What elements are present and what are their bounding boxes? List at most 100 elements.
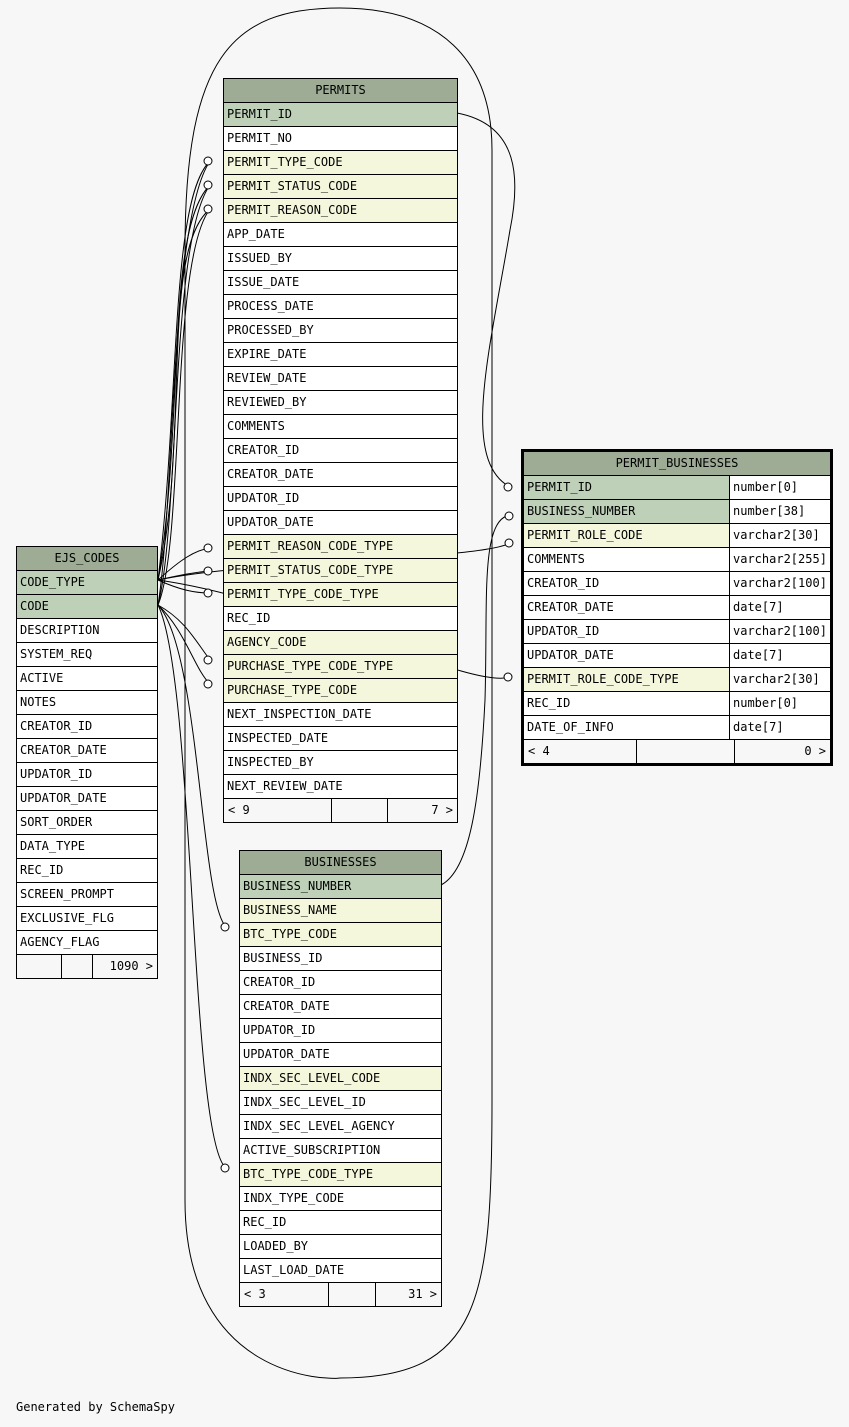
footer-count[interactable]: 31 > [375, 1283, 441, 1306]
column-row[interactable]: AGENCY_CODE [224, 631, 457, 655]
column-row[interactable]: UPDATOR_DATE [17, 787, 157, 811]
column-row[interactable]: EXCLUSIVE_FLG [17, 907, 157, 931]
column-row[interactable]: LAST_LOAD_DATE [240, 1259, 441, 1283]
column-name: PERMIT_ID [524, 476, 729, 499]
column-name: NEXT_REVIEW_DATE [227, 779, 343, 793]
column-row[interactable]: UPDATOR_DATE [224, 511, 457, 535]
column-row[interactable]: CODE_TYPE [17, 571, 157, 595]
column-row[interactable]: CREATOR_ID [17, 715, 157, 739]
table-footer: < 4 0 > [524, 740, 830, 763]
column-row[interactable]: BTC_TYPE_CODE [240, 923, 441, 947]
column-name: APP_DATE [227, 227, 285, 241]
column-name: INDX_SEC_LEVEL_CODE [240, 1067, 441, 1090]
column-row[interactable]: BUSINESS_ID [240, 947, 441, 971]
column-row[interactable]: APP_DATE [224, 223, 457, 247]
footer-count[interactable]: < 4 [528, 744, 550, 758]
column-name: DESCRIPTION [20, 623, 100, 637]
footer-count[interactable]: < 3 [244, 1287, 266, 1301]
column-row[interactable]: SCREEN_PROMPT [17, 883, 157, 907]
column-name: REC_ID [243, 1215, 287, 1229]
column-row[interactable]: CODE [17, 595, 157, 619]
column-row[interactable]: EXPIRE_DATE [224, 343, 457, 367]
column-row[interactable]: PERMIT_REASON_CODE [224, 199, 457, 223]
column-row[interactable]: INSPECTED_BY [224, 751, 457, 775]
column-name: UPDATOR_DATE [527, 648, 614, 662]
column-row[interactable]: REC_ID [240, 1211, 441, 1235]
column-row[interactable]: NOTES [17, 691, 157, 715]
column-row[interactable]: CREATOR_ID [240, 971, 441, 995]
column-row[interactable]: SYSTEM_REQ [17, 643, 157, 667]
column-row[interactable]: INSPECTED_DATE [224, 727, 457, 751]
column-row[interactable]: UPDATOR_ID [17, 763, 157, 787]
column-row[interactable]: BTC_TYPE_CODE_TYPE [240, 1163, 441, 1187]
column-row[interactable]: PERMIT_ID [224, 103, 457, 127]
column-row[interactable]: SORT_ORDER [17, 811, 157, 835]
column-row[interactable]: UPDATOR_DATE [240, 1043, 441, 1067]
column-name: BTC_TYPE_CODE [240, 923, 441, 946]
column-row[interactable]: REC_ID [17, 859, 157, 883]
column-row[interactable]: UPDATOR_ID [240, 1019, 441, 1043]
column-row[interactable]: DESCRIPTION [17, 619, 157, 643]
column-row[interactable]: BUSINESS_NAME [240, 899, 441, 923]
table-title[interactable]: BUSINESSES [240, 851, 441, 875]
column-row[interactable]: PERMIT_TYPE_CODE [224, 151, 457, 175]
footer-count[interactable]: 7 > [386, 799, 457, 822]
column-row[interactable]: DATA_TYPE [17, 835, 157, 859]
column-row[interactable]: PERMIT_TYPE_CODE_TYPE [224, 583, 457, 607]
column-row[interactable]: BUSINESS_NUMBER [240, 875, 441, 899]
column-row[interactable]: PERMIT_STATUS_CODE_TYPE [224, 559, 457, 583]
column-row[interactable]: CREATOR_DATE [224, 463, 457, 487]
column-row[interactable]: INDX_SEC_LEVEL_CODE [240, 1067, 441, 1091]
column-row[interactable]: UPDATOR_ID [224, 487, 457, 511]
column-row[interactable]: CREATOR_DATE [240, 995, 441, 1019]
column-row[interactable]: PROCESSED_BY [224, 319, 457, 343]
column-row[interactable]: NEXT_INSPECTION_DATE [224, 703, 457, 727]
column-row[interactable]: INDX_TYPE_CODE [240, 1187, 441, 1211]
column-row[interactable]: ACTIVE [17, 667, 157, 691]
table-title[interactable]: EJS_CODES [17, 547, 157, 571]
column-row[interactable]: REVIEW_DATE [224, 367, 457, 391]
column-row[interactable]: REC_ID [224, 607, 457, 631]
column-name: PERMIT_TYPE_CODE [224, 151, 457, 174]
column-row[interactable]: ISSUED_BY [224, 247, 457, 271]
column-row[interactable]: PURCHASE_TYPE_CODE [224, 679, 457, 703]
column-row[interactable]: PERMIT_NO [224, 127, 457, 151]
column-row[interactable]: PURCHASE_TYPE_CODE_TYPE [224, 655, 457, 679]
column-row[interactable]: CREATOR_DATE [17, 739, 157, 763]
column-row[interactable]: AGENCY_FLAG [17, 931, 157, 955]
footer-count[interactable] [17, 955, 61, 978]
column-row[interactable]: ISSUE_DATE [224, 271, 457, 295]
table-title[interactable]: PERMIT_BUSINESSES [524, 452, 830, 476]
column-row[interactable]: CREATOR_ID [224, 439, 457, 463]
footer-count[interactable]: 0 > [734, 740, 830, 763]
column-row[interactable]: ACTIVE_SUBSCRIPTION [240, 1139, 441, 1163]
column-row[interactable]: INDX_SEC_LEVEL_AGENCY [240, 1115, 441, 1139]
column-row[interactable]: PROCESS_DATE [224, 295, 457, 319]
footer-count[interactable]: 1090 > [92, 955, 157, 978]
column-name: INDX_SEC_LEVEL_AGENCY [243, 1119, 395, 1133]
column-row[interactable]: LOADED_BY [240, 1235, 441, 1259]
column-row[interactable]: PERMIT_REASON_CODE_TYPE [224, 535, 457, 559]
table-title[interactable]: PERMITS [224, 79, 457, 103]
column-row[interactable]: PERMIT_STATUS_CODE [224, 175, 457, 199]
column-row[interactable]: REVIEWED_BY [224, 391, 457, 415]
column-row[interactable]: NEXT_REVIEW_DATE [224, 775, 457, 799]
column-row[interactable]: COMMENTS [224, 415, 457, 439]
footer-count[interactable]: < 9 [228, 803, 250, 817]
column-row[interactable]: INDX_SEC_LEVEL_ID [240, 1091, 441, 1115]
